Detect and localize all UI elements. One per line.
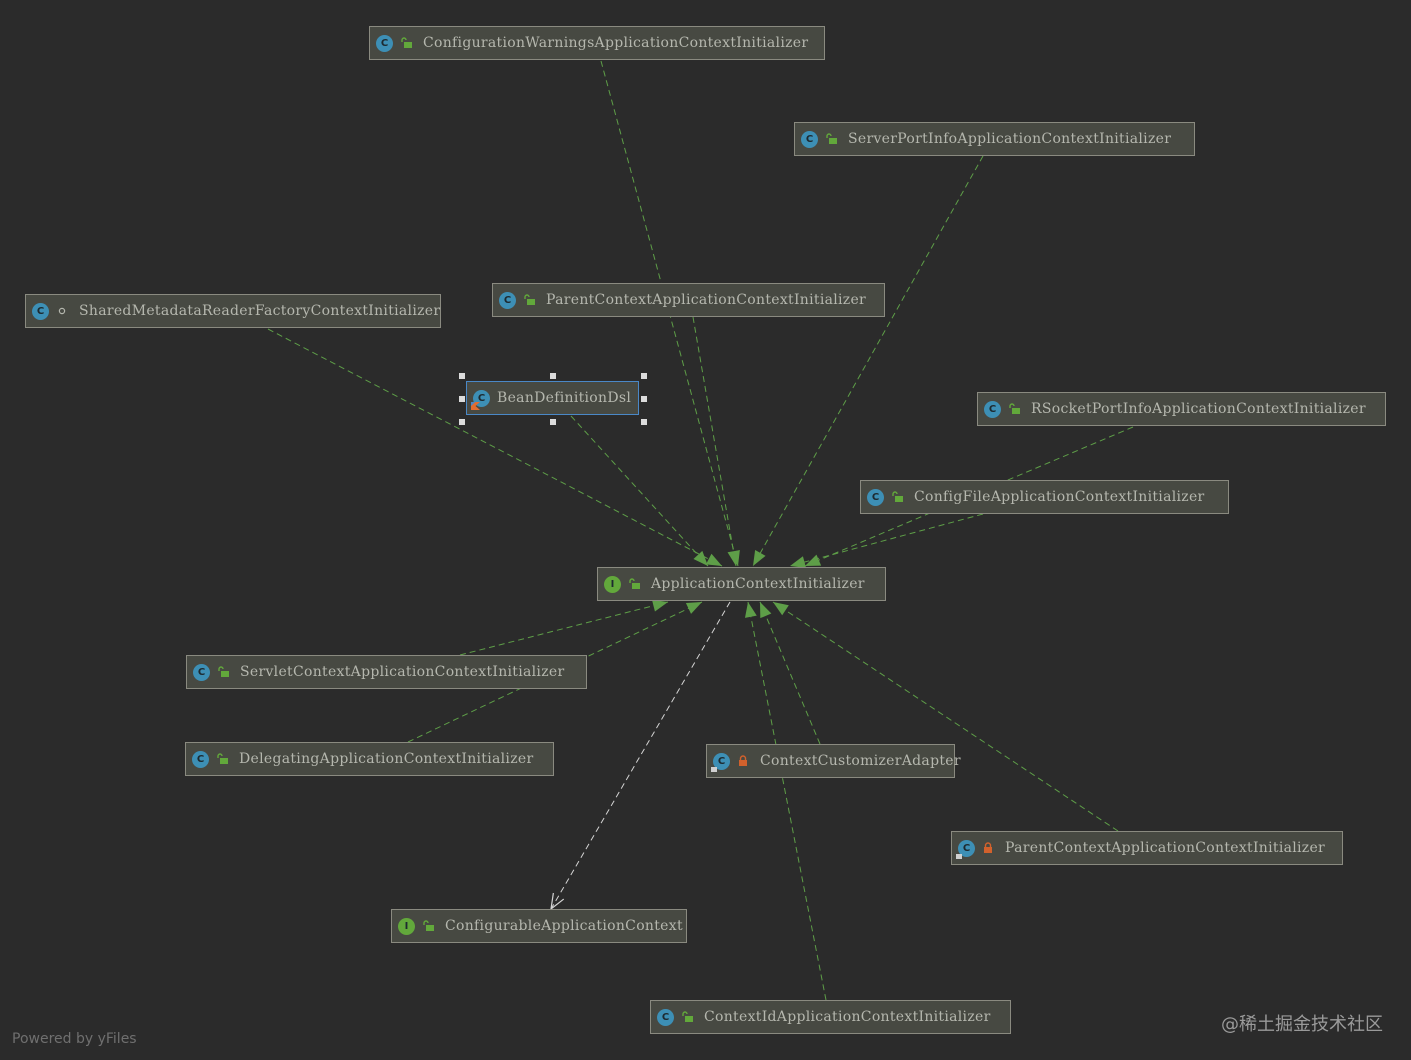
resize-handle[interactable] xyxy=(459,419,465,425)
class-icon: C xyxy=(192,750,209,768)
public-access-icon xyxy=(627,577,641,591)
implements-edge xyxy=(747,601,827,1001)
public-access-icon xyxy=(1007,402,1021,416)
node-label: ApplicationContextInitializer xyxy=(651,576,865,592)
implements-edge xyxy=(772,601,1119,832)
implements-arrowhead xyxy=(693,550,708,566)
node-servlet-context-initializer[interactable]: C ServletContextApplicationContextInitia… xyxy=(186,655,587,689)
resize-handle[interactable] xyxy=(641,396,647,402)
resize-handle[interactable] xyxy=(550,419,556,425)
private-access-icon xyxy=(981,841,995,855)
node-label: DelegatingApplicationContextInitializer xyxy=(239,751,534,767)
node-config-file-initializer[interactable]: C ConfigFileApplicationContextInitialize… xyxy=(860,480,1229,514)
implements-arrowhead xyxy=(760,602,772,619)
node-label: ParentContextApplicationContextInitializ… xyxy=(1005,840,1326,856)
public-access-icon xyxy=(824,132,838,146)
resize-handle[interactable] xyxy=(641,419,647,425)
class-icon: C xyxy=(193,663,210,681)
node-rsocket-port-info-initializer[interactable]: C RSocketPortInfoApplicationContextIniti… xyxy=(977,392,1386,426)
interface-icon: I xyxy=(604,575,621,593)
dependency-edge xyxy=(550,601,731,910)
implements-edge xyxy=(267,328,723,567)
resize-handle[interactable] xyxy=(641,373,647,379)
node-delegating-initializer[interactable]: C DelegatingApplicationContextInitialize… xyxy=(185,742,554,776)
public-access-icon xyxy=(680,1010,694,1024)
implements-arrowhead xyxy=(805,554,822,566)
node-label: ConfigFileApplicationContextInitializer xyxy=(914,489,1205,505)
resize-handle[interactable] xyxy=(459,373,465,379)
node-application-context-initializer[interactable]: I ApplicationContextInitializer xyxy=(597,567,886,601)
node-bean-definition-dsl[interactable]: C BeanDefinitionDsl xyxy=(466,381,639,415)
public-access-icon xyxy=(890,490,904,504)
node-label: ConfigurationWarningsApplicationContextI… xyxy=(423,35,809,51)
implements-arrowhead xyxy=(773,602,789,616)
class-icon: C xyxy=(499,291,516,309)
node-label: ServletContextApplicationContextInitiali… xyxy=(240,664,565,680)
public-access-icon xyxy=(522,293,536,307)
node-context-customizer-adapter[interactable]: C ContextCustomizerAdapter xyxy=(706,744,961,778)
public-access-icon xyxy=(399,36,413,50)
node-configurable-application-context[interactable]: I ConfigurableApplicationContext xyxy=(391,909,687,943)
node-server-port-info-initializer[interactable]: C ServerPortInfoApplicationContextInitia… xyxy=(794,122,1195,156)
inner-class-icon: C xyxy=(956,839,975,859)
implements-arrowhead xyxy=(705,553,722,566)
public-access-icon xyxy=(421,919,435,933)
implements-edge xyxy=(692,316,737,567)
node-label: ParentContextApplicationContextInitializ… xyxy=(546,292,867,308)
node-label: ServerPortInfoApplicationContextInitiali… xyxy=(848,131,1172,147)
node-shared-metadata-reader-factory-initializer[interactable]: C SharedMetadataReaderFactoryContextInit… xyxy=(25,294,441,328)
public-access-icon xyxy=(216,665,230,679)
class-icon: C xyxy=(32,302,49,320)
implements-edge xyxy=(459,601,669,656)
powered-by-text: Powered by yFiles xyxy=(12,1031,137,1047)
class-icon: C xyxy=(867,488,884,506)
implements-edge xyxy=(752,155,984,567)
implements-edge xyxy=(759,601,821,745)
kotlin-class-icon: C xyxy=(471,389,490,410)
implements-arrowhead xyxy=(651,599,668,612)
class-icon: C xyxy=(657,1008,674,1026)
node-label: SharedMetadataReaderFactoryContextInitia… xyxy=(79,303,441,319)
node-label: ContextIdApplicationContextInitializer xyxy=(704,1009,991,1025)
public-access-icon xyxy=(215,752,229,766)
class-icon: C xyxy=(984,400,1001,418)
implements-arrowhead xyxy=(685,602,702,614)
node-label: ContextCustomizerAdapter xyxy=(760,753,961,769)
implements-edge xyxy=(789,513,984,567)
implements-arrowhead xyxy=(744,602,757,618)
node-parent-context-initializer-top[interactable]: C ParentContextApplicationContextInitial… xyxy=(492,283,885,317)
class-icon: C xyxy=(376,34,393,52)
implements-arrowhead xyxy=(790,556,807,568)
resize-handle[interactable] xyxy=(550,373,556,379)
resize-handle[interactable] xyxy=(459,396,465,402)
inner-class-icon: C xyxy=(711,752,730,772)
class-icon: C xyxy=(801,130,818,148)
implements-arrowhead xyxy=(753,549,766,566)
node-label: RSocketPortInfoApplicationContextInitial… xyxy=(1031,401,1366,417)
implements-edge xyxy=(570,415,709,567)
package-private-access-icon xyxy=(55,304,69,318)
node-label: ConfigurableApplicationContext xyxy=(445,918,683,934)
watermark-text: @稀土掘金技术社区 xyxy=(1221,1014,1383,1035)
node-label: BeanDefinitionDsl xyxy=(497,390,632,406)
node-parent-context-initializer-bottom[interactable]: C ParentContextApplicationContextInitial… xyxy=(951,831,1343,865)
private-access-icon xyxy=(736,754,750,768)
interface-icon: I xyxy=(398,917,415,935)
node-configuration-warnings-initializer[interactable]: C ConfigurationWarningsApplicationContex… xyxy=(369,26,825,60)
node-context-id-initializer[interactable]: C ContextIdApplicationContextInitializer xyxy=(650,1000,1011,1034)
implements-arrowhead xyxy=(727,550,740,566)
